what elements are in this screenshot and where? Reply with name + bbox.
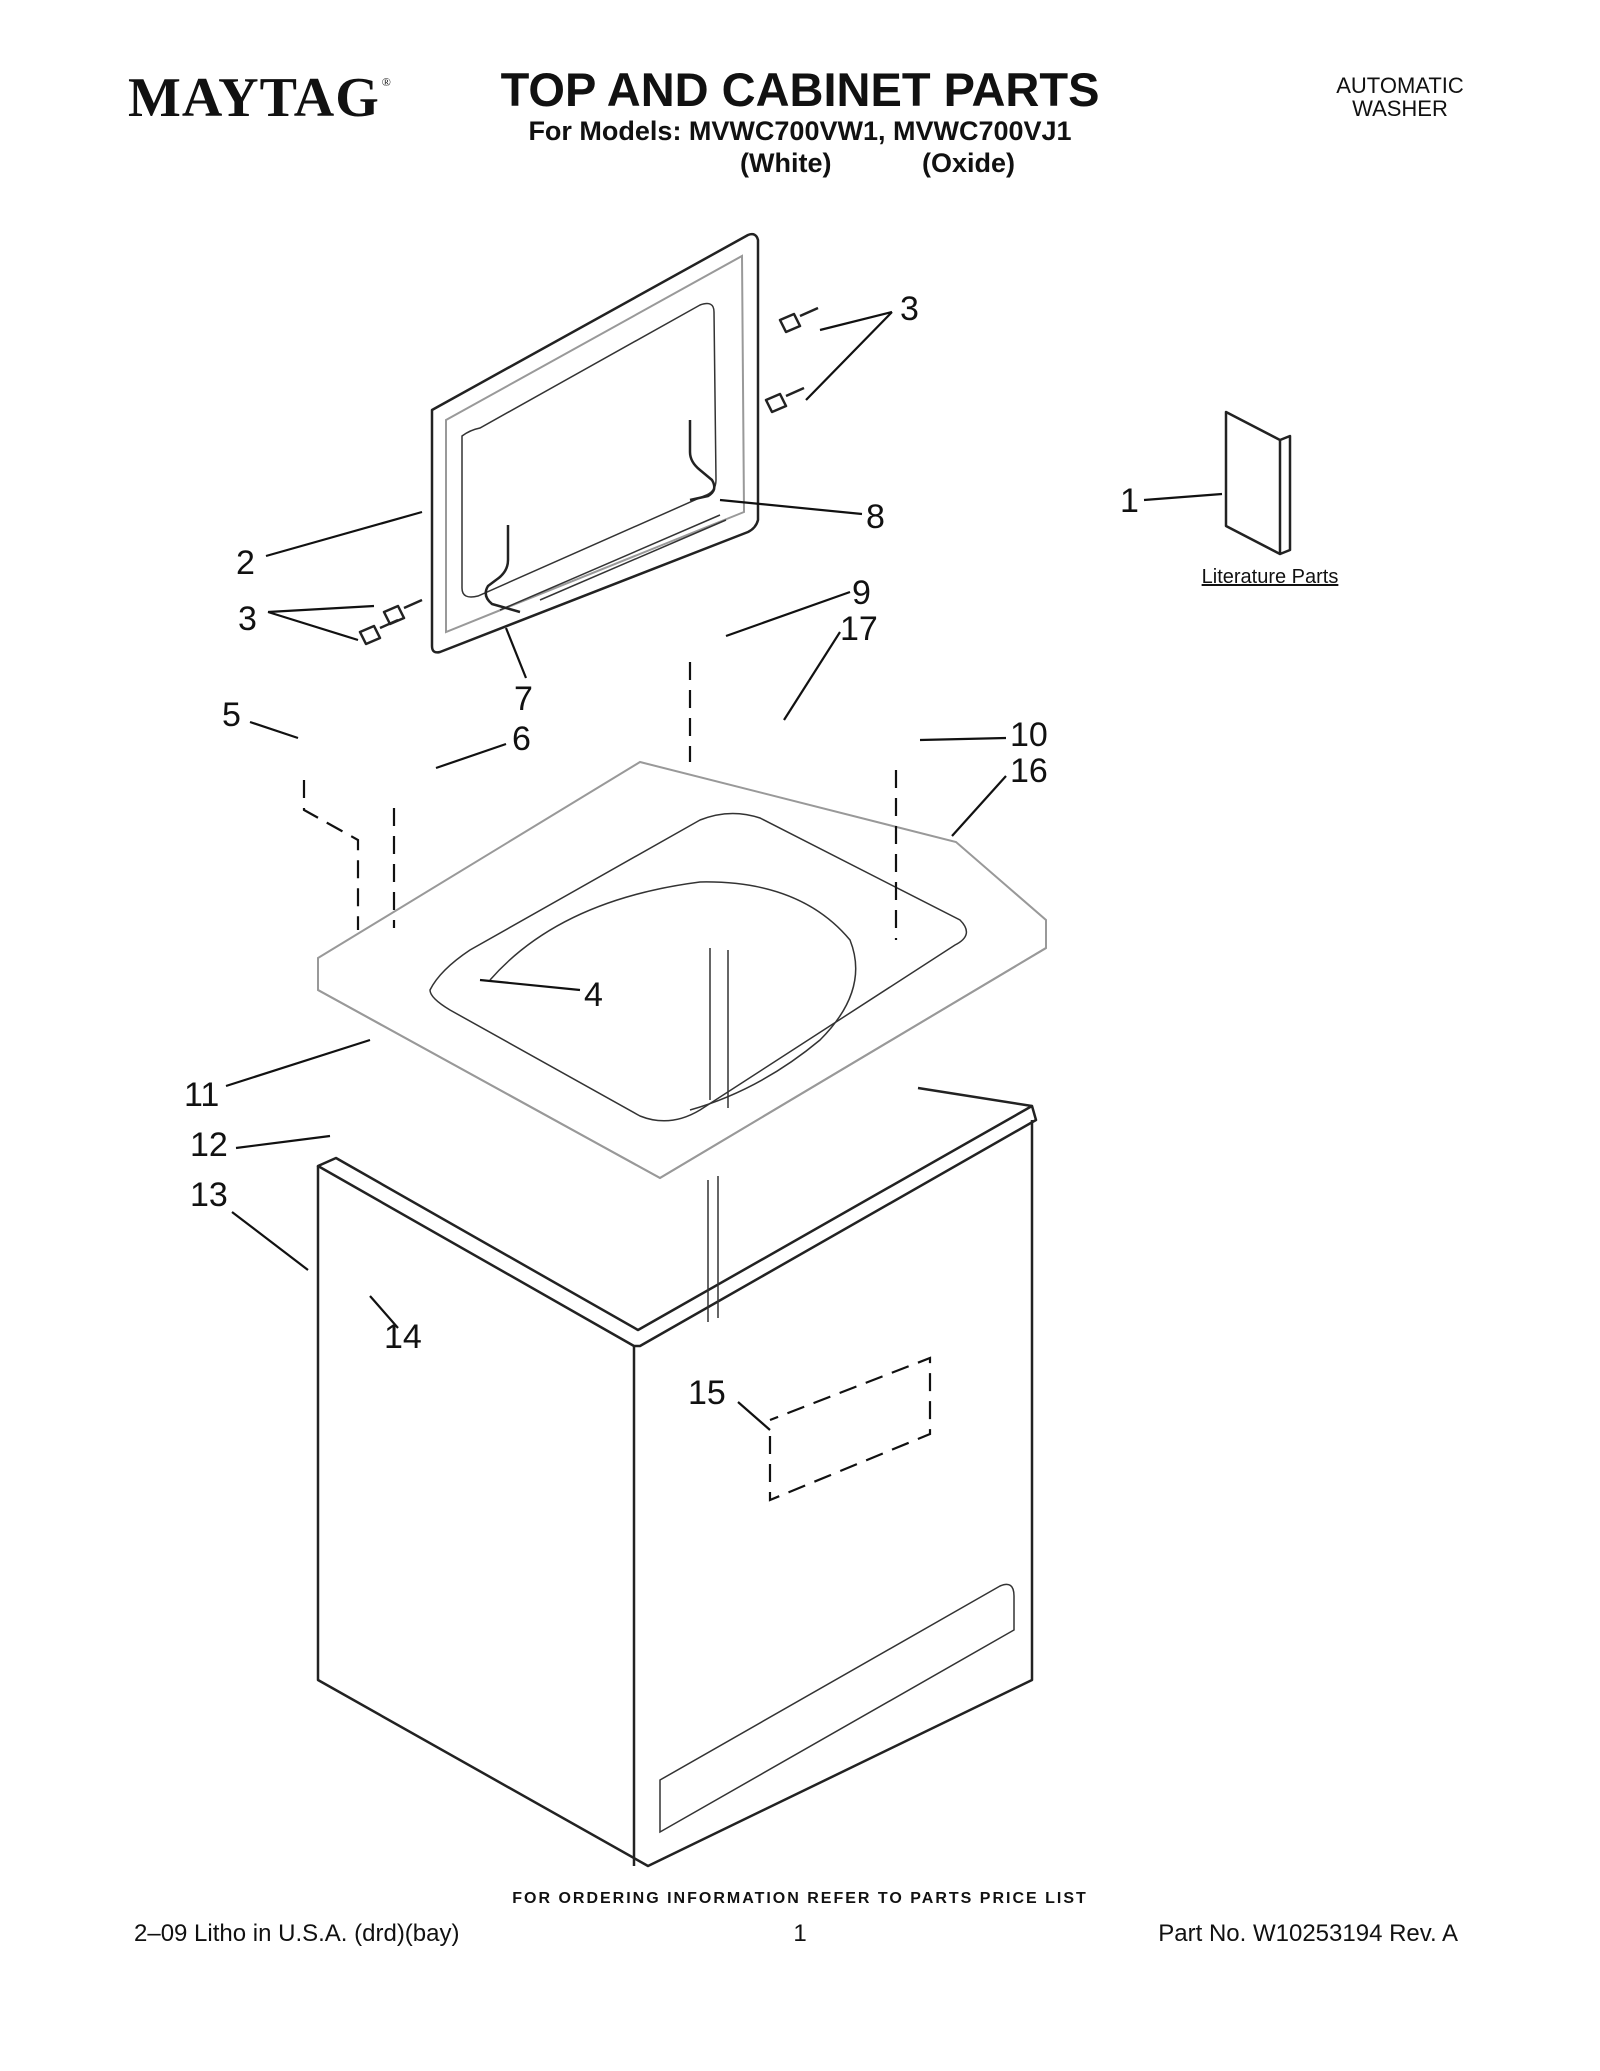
callout-2: 2 bbox=[236, 544, 255, 582]
callout-5: 5 bbox=[222, 696, 241, 734]
part-number: Part No. W10253194 Rev. A bbox=[1158, 1920, 1458, 1947]
callout-17: 17 bbox=[840, 610, 878, 648]
callout-13: 13 bbox=[190, 1176, 228, 1214]
callout-7: 7 bbox=[514, 680, 533, 718]
hinge-rod-right-drawing bbox=[688, 420, 716, 502]
variant-oxide: (Oxide) bbox=[922, 148, 1016, 178]
literature-parts-label: Literature Parts bbox=[1201, 566, 1339, 588]
brand-logo: MAYTAG® bbox=[128, 67, 392, 129]
callout-10: 10 bbox=[1010, 716, 1048, 754]
hinge-screws-drawing bbox=[358, 306, 819, 646]
callout-11: 11 bbox=[184, 1076, 219, 1114]
ordering-note: FOR ORDERING INFORMATION REFER TO PARTS … bbox=[512, 1890, 1088, 1907]
callout-1: 1 bbox=[1120, 482, 1139, 520]
callout-15: 15 bbox=[688, 1374, 726, 1412]
callout-8: 8 bbox=[866, 498, 885, 536]
product-type-line-1: AUTOMATIC bbox=[1336, 73, 1464, 98]
cabinet-drawing bbox=[316, 1086, 1038, 1868]
callout-4: 4 bbox=[584, 976, 603, 1014]
brand-name: MAYTAG bbox=[128, 67, 380, 129]
page-title: TOP AND CABINET PARTS bbox=[500, 63, 1100, 116]
callout-6: 6 bbox=[512, 720, 531, 758]
top-panel-drawing bbox=[317, 760, 1047, 1180]
callout-12: 12 bbox=[190, 1126, 228, 1164]
models-line: For Models: MVWC700VW1, MVWC700VJ1 bbox=[528, 116, 1072, 146]
assembly-dashed-lines bbox=[302, 662, 932, 1502]
lid-drawing bbox=[430, 232, 760, 654]
product-type-line-2: WASHER bbox=[1352, 96, 1448, 122]
callout-3a: 3 bbox=[900, 290, 919, 328]
callout-14: 14 bbox=[384, 1318, 422, 1356]
product-type: AUTOMATIC WASHER bbox=[1290, 74, 1510, 120]
litho-line: 2–09 Litho in U.S.A. (drd)(bay) bbox=[134, 1920, 460, 1947]
callout-3b: 3 bbox=[238, 600, 257, 638]
leader-lines bbox=[225, 310, 1223, 1431]
variant-white: (White) bbox=[740, 148, 832, 178]
registered-mark: ® bbox=[381, 75, 392, 89]
callout-16: 16 bbox=[1010, 752, 1048, 790]
hinge-rod-left-drawing bbox=[484, 525, 521, 614]
page-number: 1 bbox=[793, 1920, 807, 1947]
literature-booklet-drawing bbox=[1224, 410, 1292, 556]
callout-9: 9 bbox=[852, 574, 871, 612]
